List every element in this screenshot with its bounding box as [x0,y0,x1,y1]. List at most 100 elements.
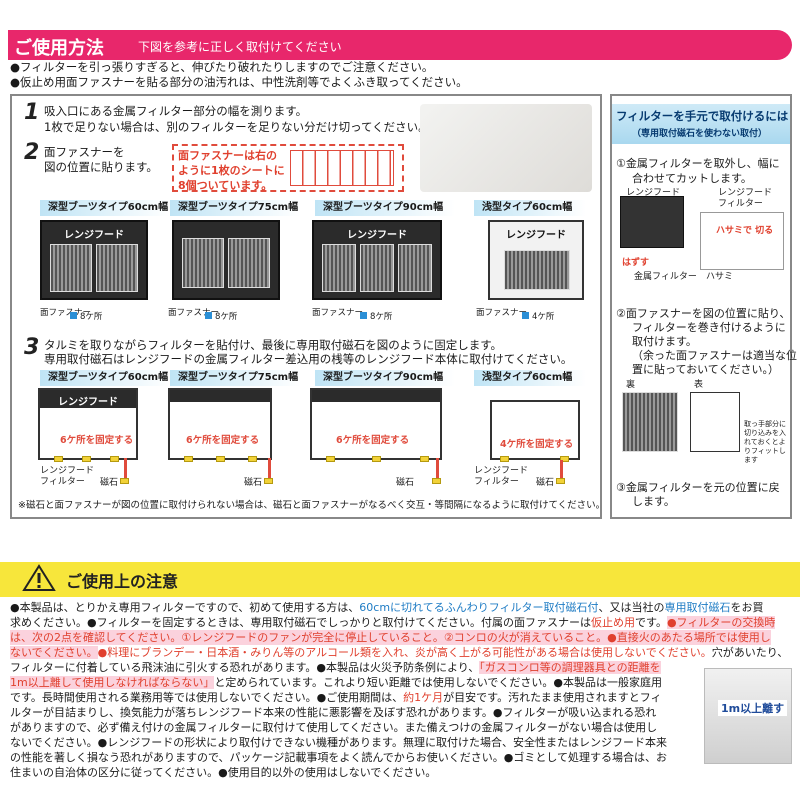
fix-points-60: 6ケ所を固定する [60,435,134,446]
hand-applying-fastener-photo [420,104,592,192]
arrow-icon [268,458,271,478]
magnet-icon [420,456,429,462]
manual-install-title: フィルターを手元で取付けるには [616,109,789,123]
type-label-90-deep: 深型ブーツタイプ90cm幅 [315,200,455,216]
filter-label-60: レンジフードフィルター [40,466,95,487]
magnet-label-shallow: 磁石 [536,478,555,488]
side-step-2-line-5: 置に貼っておいてください。） [632,363,779,376]
fastener-label-90: 面ファスナー [312,308,364,318]
type-label-60-deep: 深型ブーツタイプ60cm幅 [40,200,170,216]
type3-label-60-shallow: 浅型タイプ60cm幅 [474,370,586,386]
magnet-icon [264,478,273,484]
manual-install-subtitle: （専用取付磁石を使わない取付） [632,129,768,139]
caution-header-band [0,562,800,594]
side-step-1-line-1: ①金属フィルターを取外し、幅に [616,157,780,170]
remove-label: はずす [622,258,650,268]
intro-line-2: ●仮止め用面ファスナーを貼る部分の油汚れは、中性洗剤等でよくふき取ってください。 [10,75,468,89]
step-2-line-1: 面ファスナーを [44,145,125,159]
caution-line-6: 1m以上離して使用しなければならない」と定められています。これより短い距離では使… [10,676,663,689]
fastener-count-60: 8ケ所 [80,312,103,322]
metal-filter-label: 金属フィルター [634,272,697,282]
magnet-icon [326,456,335,462]
type3-label-90-deep: 深型ブーツタイプ90cm幅 [315,370,455,386]
front-side-label: 表 [694,380,704,390]
fastener-sheet-illustration [290,150,394,186]
fastener-count-75: 8ケ所 [215,312,238,322]
side-filter-label: レンジフードフィルター [718,188,773,209]
magnet-icon [82,456,91,462]
cut-with-scissors-label: ハサミで 切る [716,226,774,236]
magnet-icon [110,456,119,462]
caution-line-7: です。長時間使用される業務用等では使用しないでください。●ご使用期間は、約1ケ月… [10,691,662,704]
magnet-icon [500,456,509,462]
side-step-2-line-3: 取付けます。 [632,335,697,348]
hood3-diagram-60-shallow [490,400,580,460]
step-1-line-1: 吸入口にある金属フィルター部分の幅を測ります。 [44,104,308,118]
side-step-3-line-2: します。 [632,495,675,508]
step-3-line-2: 専用取付磁石はレンジフードの金属フィルター差込用の桟等のレンジフード本体に取付け… [44,352,573,366]
caution-line-5: フィルターに付着している飛沫油に引火する恐れがあります。●本製品は火災予防条例に… [10,661,661,674]
magnet-icon [372,456,381,462]
side-step-1-line-2: 合わせてカットします。 [632,172,752,185]
magnet-icon [54,456,63,462]
filter-label-shallow: レンジフードフィルター [474,466,529,487]
caution-underline [0,594,800,597]
fix-points-90: 6ケ所を固定する [336,435,410,446]
fix-points-shallow: 4ケ所を固定する [500,439,574,450]
arrow-icon [124,458,127,478]
scissors-label: ハサミ [706,272,734,282]
step-2-line-2: 図の位置に貼ります。 [44,160,158,174]
magnet-icon [120,478,129,484]
type-label-75-deep: 深型ブーツタイプ75cm幅 [170,200,300,216]
fastener-marker-icon [70,312,77,319]
magnet-icon [248,456,257,462]
caution-line-4: ないでください。●料理にブランデー・日本酒・みりん等のアルコール類を入れ、炎が高… [10,646,789,659]
caution-line-10: ないでください。●レンジフードの形状により取付けできない機種があります。無理に取… [10,736,667,749]
section-header-bar [8,30,792,60]
fastener-count-shallow: 4ケ所 [532,312,555,322]
hood-diagram-90-deep: レンジフード [312,220,442,300]
step-1-number: 1 [24,100,40,125]
fastener-marker-icon [205,312,212,319]
intro-line-1: ●フィルターを引っ張りすぎると、伸びたり破れたりしますのでご注意ください。 [10,60,434,74]
fastener-marker-icon [360,312,367,319]
fastener-label-75: 面ファスナー [168,308,220,318]
arrow-icon [560,460,563,478]
magnet-label-75: 磁石 [244,478,263,488]
caution-line-11: の性能を著しく損なう恐れがありますので、パッケージ記載事項をよく読んでからお使い… [10,751,668,764]
magnet-icon [560,456,569,462]
side-step-2-line-1: ②面ファスナーを図の位置に貼り、 [616,307,791,320]
step-2-number: 2 [24,140,40,165]
caution-line-2: 求めください。●フィルターを固定するときは、専用取付磁石でしっかりと取付けてくだ… [10,616,776,629]
side-hood-label: レンジフード [626,188,681,198]
page-subtitle: 下図を参考に正しく取付けてください [138,40,342,54]
fastener-label-shallow: 面ファスナー [476,308,528,318]
filter-sheet-illustration [700,212,784,270]
hood-diagram-60-deep: レンジフード [40,220,148,300]
side-step-3-line-1: ③金属フィルターを元の位置に戻 [616,481,780,494]
magnet-icon [216,456,225,462]
distance-label: 1m以上離す [718,700,788,716]
caution-line-12: 住まいの自治体の区分に従ってください。●使用目的以外の使用はしないでください。 [10,766,437,779]
fastener-marker-icon [522,312,529,319]
magnet-icon [556,478,565,484]
step-3-line-1: タルミを取りながらフィルターを貼付け、最後に専用取付磁石を図のように固定します。 [44,338,503,352]
hood3-top-90 [312,390,440,402]
magnet-label-90: 磁石 [396,478,415,488]
hood3-top-60: レンジフード [40,390,136,408]
arrow-icon [436,458,439,478]
hood-diagram-75-deep [172,220,280,300]
magnet-icon [184,456,193,462]
kitchen-distance-illustration [704,668,792,764]
hood-side-illustration [620,196,684,248]
side-step-2-line-4: （余った面ファスナーは適当な位 [632,349,797,362]
type3-label-60-deep: 深型ブーツタイプ60cm幅 [40,370,170,386]
step-1-line-2: 1枚で足りない場合は、別のフィルターを足りない分だけ切ってください。 [44,120,430,134]
filter-front-illustration [690,392,740,452]
magnet-label-60: 磁石 [100,478,119,488]
step-3-footnote: ※磁石と面ファスナーが図の位置に取付けられない場合は、磁石と面ファスナーがなるべ… [18,500,606,511]
page-title: ご使用方法 [14,38,104,59]
caution-title: ご使用上の注意 [66,572,179,591]
caution-line-8: ルターが目詰まりし、換気能力が落ちレンジフード本来の性能に悪影響を及ぼす恐れがあ… [10,706,657,719]
caution-line-3: は、次の2点を確認してください。①レンジフードのファンが完全に停止していること。… [10,630,771,645]
